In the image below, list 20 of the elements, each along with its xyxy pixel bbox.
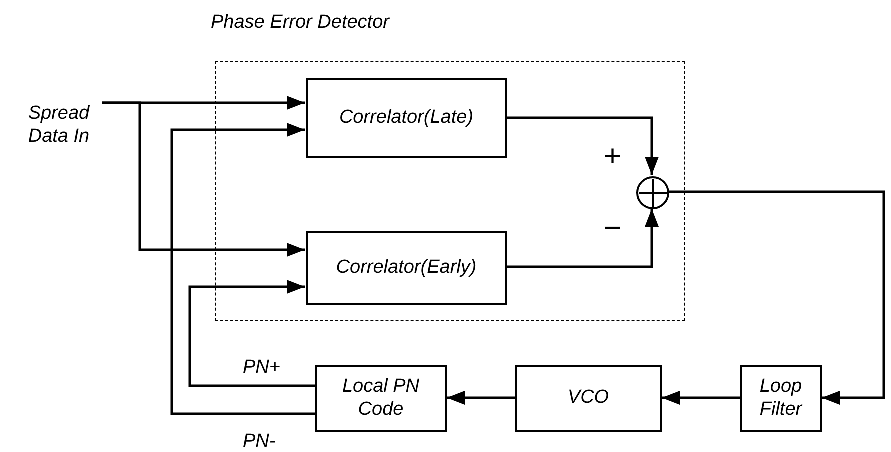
block-box: Correlator(Early) <box>306 231 507 305</box>
arrow <box>102 102 305 257</box>
input-label: Spread Data In <box>22 84 102 168</box>
block-box: VCO <box>515 365 662 432</box>
arrow <box>669 190 886 405</box>
arrow <box>447 391 515 405</box>
edge-label: PN- <box>243 432 276 451</box>
sign-label: + <box>604 142 622 172</box>
arrow <box>188 280 315 388</box>
arrow <box>662 391 740 405</box>
arrow <box>506 116 659 175</box>
edge-label: PN+ <box>243 358 280 377</box>
sign-label: − <box>604 214 622 244</box>
block-box: Correlator(Late) <box>306 78 507 158</box>
block-box: Local PN Code <box>315 365 447 432</box>
block-box: Loop Filter <box>740 365 822 432</box>
arrow <box>170 123 315 416</box>
group-title: Phase Error Detector <box>211 12 390 35</box>
arrow <box>506 209 659 268</box>
summing-junction <box>636 176 670 210</box>
